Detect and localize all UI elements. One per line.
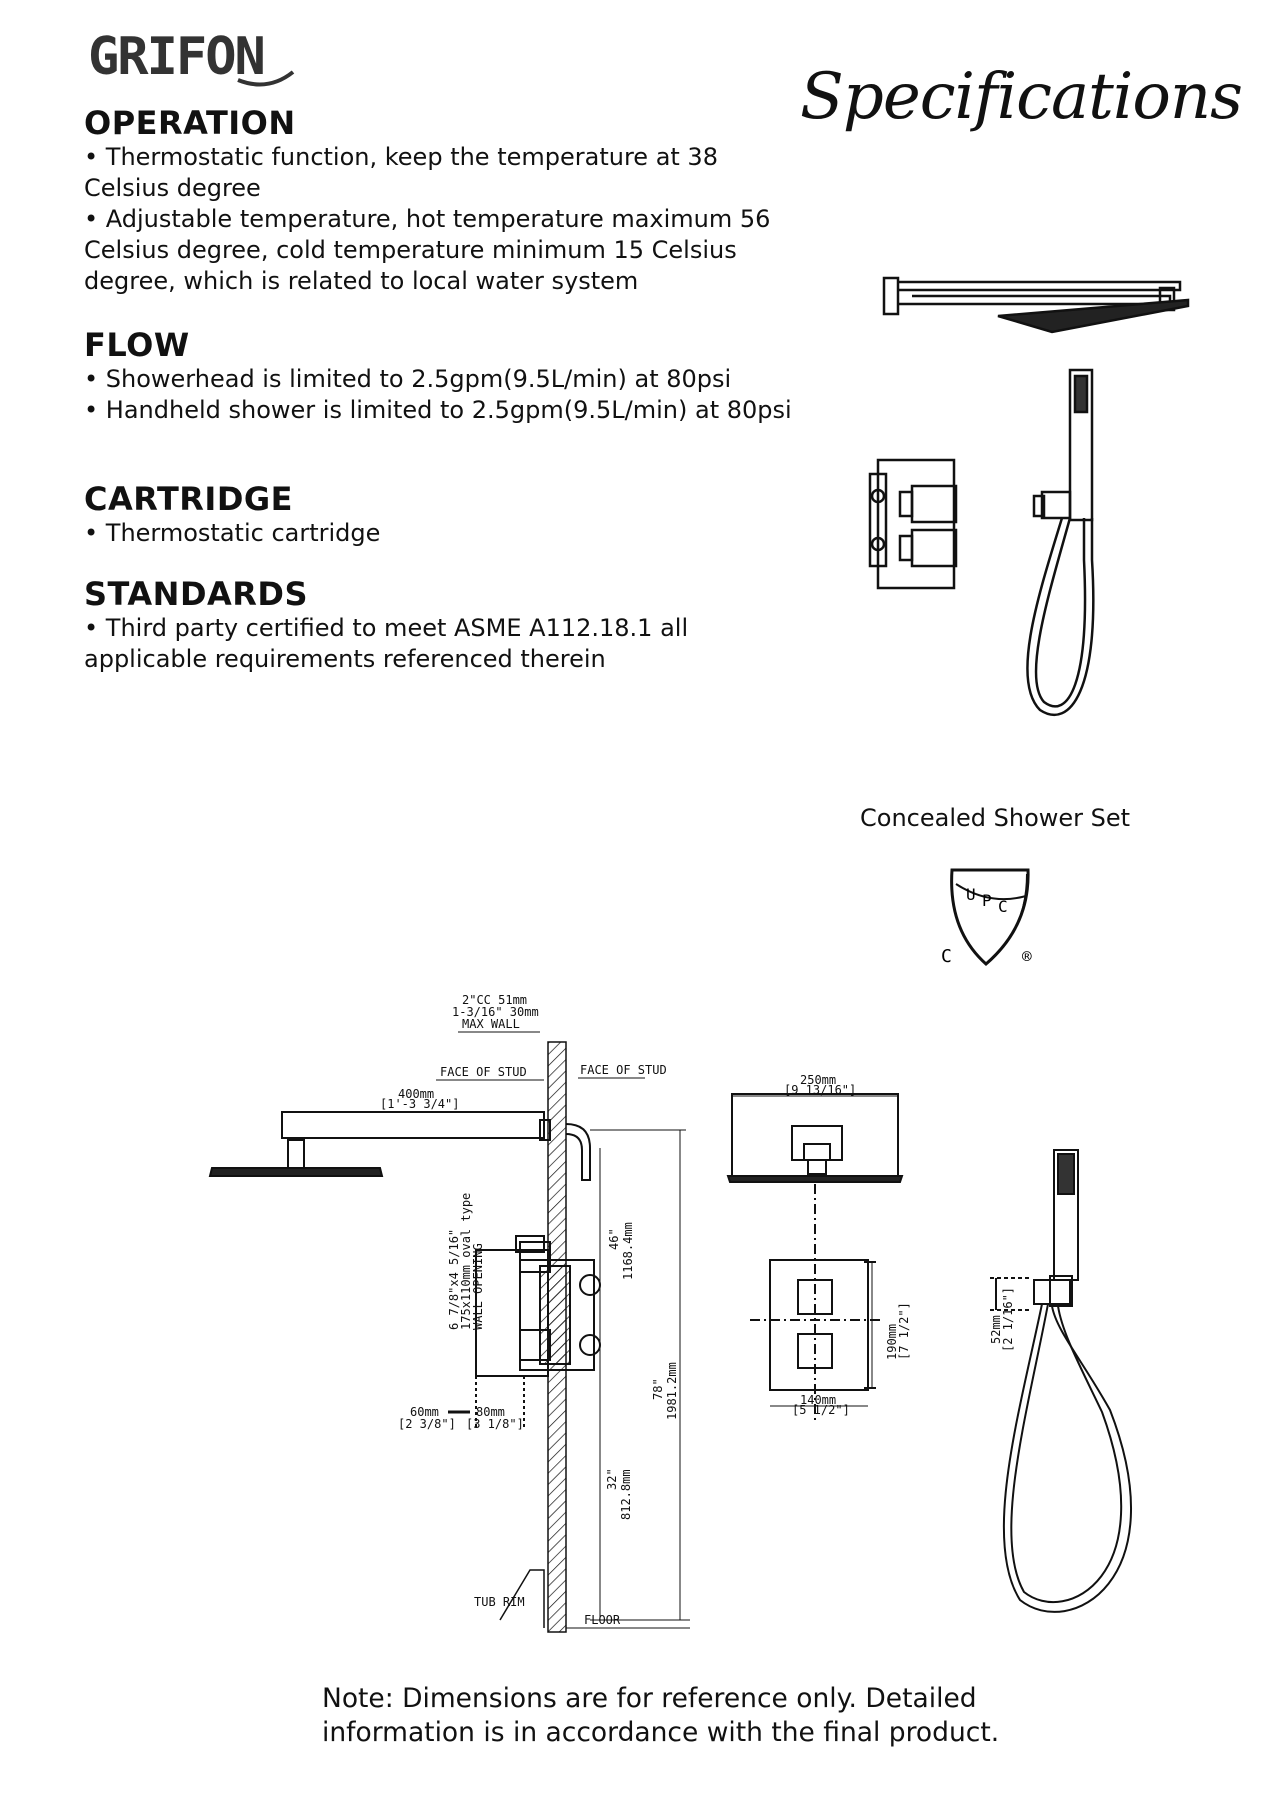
cert-registered: ® — [1022, 947, 1032, 966]
section-heading: STANDARDS — [84, 575, 309, 613]
page-title: Specifications — [800, 60, 1243, 134]
dim-h46mm: 1168.4mm — [621, 1222, 635, 1280]
section-cartridge: CARTRIDGE • Thermostatic cartridge — [84, 480, 804, 549]
brand-logo: GRIFON — [88, 22, 308, 94]
plate-height-mm: 190mm — [885, 1324, 899, 1360]
upc-cert-icon: U P C C ® — [941, 868, 1032, 967]
plate-height-in: [7 1/2"] — [897, 1302, 911, 1360]
floor-label: FLOOR — [584, 1613, 621, 1627]
bullet: • Handheld shower is limited to 2.5gpm(9… — [84, 396, 792, 424]
bullet: • Adjustable temperature, hot temperatur… — [84, 205, 771, 295]
dimension-note: Note: Dimensions are for reference only.… — [322, 1683, 1000, 1748]
dim-h46: 46" — [607, 1228, 621, 1250]
face-of-stud-left: FACE OF STUD — [440, 1065, 527, 1079]
dim-max-wall-b: MAX WALL — [462, 1017, 520, 1031]
bullet: • Third party certified to meet ASME A11… — [84, 614, 689, 673]
section-heading: OPERATION — [84, 104, 296, 142]
cert-c-outer: C — [941, 946, 952, 967]
section-heading: CARTRIDGE — [84, 480, 294, 518]
section-flow: FLOW • Showerhead is limited to 2.5gpm(9… — [84, 326, 804, 426]
product-caption: Concealed Shower Set — [860, 804, 1131, 832]
dim-h32: 32" — [605, 1468, 619, 1490]
depth-min-in: [2 3/8"] — [398, 1417, 456, 1431]
plate-width-in: [5 1/2"] — [792, 1403, 850, 1417]
wall-opening-a: 6 7/8"x4 5/16" — [447, 1229, 461, 1330]
head-width-mm: 250mm — [800, 1073, 836, 1087]
bullet: • Thermostatic cartridge — [84, 519, 381, 547]
section-operation: OPERATION • Thermostatic function, keep … — [84, 104, 804, 297]
logo-text: GRIFON — [88, 27, 264, 87]
cert-c: C — [998, 897, 1008, 916]
product-illustration — [868, 276, 1190, 716]
section-heading: FLOW — [84, 326, 190, 364]
wall-opening-c: WALL OPENING — [471, 1243, 485, 1330]
bullet: • Showerhead is limited to 2.5gpm(9.5L/m… — [84, 365, 732, 393]
dim-h78: 78" — [651, 1378, 665, 1400]
holder-mm: 52mm — [989, 1315, 1003, 1344]
section-standards: STANDARDS • Third party certified to mee… — [84, 575, 804, 675]
wall-opening-b: 175x110mm oval type — [459, 1193, 473, 1330]
depth-min: 60mm — [410, 1405, 439, 1419]
depth-max: 80mm — [476, 1405, 505, 1419]
face-of-stud-right: FACE OF STUD — [580, 1063, 667, 1077]
tub-rim-label: TUB RIM — [474, 1595, 525, 1609]
bullet: • Thermostatic function, keep the temper… — [84, 143, 718, 202]
depth-max-in: [3 1/8"] — [466, 1417, 524, 1431]
technical-drawing: 2"CC 51mm 1-3/16" 30mm MAX WALL FACE OF … — [208, 993, 1132, 1633]
dim-h78mm: 1981.2mm — [665, 1362, 679, 1420]
dim-h32mm: 812.8mm — [619, 1469, 633, 1520]
head-width-in: [9 13/16"] — [784, 1083, 856, 1097]
dim-arm-mm: 400mm — [398, 1087, 434, 1101]
dim-arm-in: [1'-3 3/4"] — [380, 1097, 459, 1111]
holder-in: [2 1/16"] — [1001, 1287, 1015, 1352]
dim-max-wall-a: 1-3/16" 30mm — [452, 1005, 539, 1019]
cert-u: U — [966, 885, 976, 904]
plate-width-mm: 140mm — [800, 1393, 836, 1407]
dim-cc: 2"CC 51mm — [462, 993, 527, 1007]
cert-p: P — [982, 891, 992, 910]
